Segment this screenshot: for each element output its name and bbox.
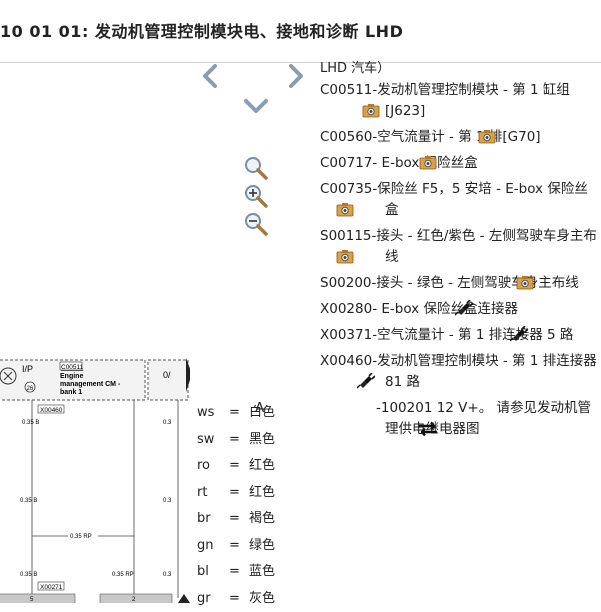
connector-code: X00460 [40, 407, 63, 414]
component-list: LHD 汽车） C00511-发动机管理控制模块 - 第 1 缸组[J623]C… [320, 58, 601, 446]
item-text: -100201 12 V+。 请参见发动机管理供电继电器图 [376, 400, 591, 437]
svg-text:0.3: 0.3 [163, 572, 172, 578]
legend-color: 黑色 [249, 427, 275, 454]
item-code: X00280 [320, 301, 372, 317]
item-text: - E-box 保险丝盒连接器 [372, 301, 518, 317]
legend-code: ro [197, 453, 229, 480]
item-code: A [320, 398, 376, 419]
right-box-label: 0/ [163, 370, 171, 380]
legend-eq: = [229, 533, 249, 560]
chevron-down-icon[interactable] [242, 92, 270, 120]
list-item[interactable]: X00460-发动机管理控制模块 - 第 1 排连接器 81 路 [320, 351, 601, 396]
legend-code: sw [197, 427, 229, 454]
legend-row: sw=黑色 [197, 427, 275, 454]
pin-26: 26 [27, 386, 34, 392]
wiring-diagram[interactable]: I/P 26 C00511 Engine management CM - ban… [0, 350, 190, 603]
item-text: -空气流量计 - 第 1 排[G70] [372, 129, 540, 145]
list-item[interactable]: C00717- E-box 保险丝盒 [320, 153, 601, 177]
legend-row: bl=蓝色 [197, 559, 275, 586]
legend-eq: = [229, 453, 249, 480]
engine-label-3: bank 1 [60, 389, 82, 396]
list-item[interactable]: S00200-接头 - 绿色 - 左侧驾驶车身主布线 [320, 273, 601, 297]
list-item[interactable]: X00280- E-box 保险丝盒连接器 [320, 299, 601, 323]
item-text: -发动机管理控制模块 - 第 1 缸组[J623] [372, 82, 570, 119]
svg-text:0.35 B: 0.35 B [22, 420, 39, 426]
item-text: -空气流量计 - 第 1 排连接器 5 路 [372, 327, 573, 343]
legend-color: 红色 [249, 480, 275, 507]
svg-text:0.35 B: 0.35 B [20, 572, 37, 578]
chevron-right-icon[interactable] [282, 62, 310, 90]
legend-eq: = [229, 480, 249, 507]
item-code: C00717 [320, 155, 372, 171]
legend-color: 灰色 [249, 586, 275, 612]
list-item[interactable]: X00371-空气流量计 - 第 1 排连接器 5 路 [320, 325, 601, 349]
item-code: S00115 [320, 228, 372, 244]
connector-2: X00271 [40, 584, 63, 591]
legend-row: ro=红色 [197, 453, 275, 480]
zoom-in-icon[interactable] [243, 183, 269, 209]
svg-text:0.35 B: 0.35 B [20, 498, 37, 504]
list-item[interactable]: C00560-空气流量计 - 第 1 排[G70] [320, 127, 601, 151]
zoom-out-icon[interactable] [243, 211, 269, 237]
item-text: -接头 - 红色/紫色 - 左侧驾驶车身主布线 [372, 228, 597, 265]
ip-label: I/P [22, 364, 33, 374]
page-title: 10 01 01: 发动机管理控制模块电、接地和诊断 LHD [0, 18, 403, 54]
engine-label-1: Engine [60, 373, 83, 380]
chevron-left-icon[interactable] [196, 62, 224, 90]
legend-code: ws [197, 400, 229, 427]
legend-row: rt=红色 [197, 480, 275, 507]
item-text: -接头 - 绿色 - 左侧驾驶车身主布线 [372, 275, 579, 291]
legend-eq: = [229, 559, 249, 586]
list-item[interactable]: A-100201 12 V+。 请参见发动机管理供电继电器图 [320, 398, 601, 444]
item-code: C00735 [320, 181, 372, 197]
legend-row: gn=绿色 [197, 533, 275, 560]
legend-color: 绿色 [249, 533, 275, 560]
legend-code: gr [197, 586, 229, 612]
legend-eq: = [229, 427, 249, 454]
legend-eq: = [229, 400, 249, 427]
legend-eq: = [229, 506, 249, 533]
item-text: -发动机管理控制模块 - 第 1 排连接器 81 路 [372, 353, 597, 390]
legend-eq: = [229, 586, 249, 612]
item-code: S00200 [320, 275, 372, 291]
item-code: X00460 [320, 353, 372, 369]
item-text: -保险丝 F5，5 安培 - E-box 保险丝盒 [372, 181, 587, 218]
legend-color: 红色 [249, 453, 275, 480]
legend-row: br=褐色 [197, 506, 275, 533]
list-item[interactable]: S00115-接头 - 红色/紫色 - 左侧驾驶车身主布线 [320, 226, 601, 271]
svg-text:0.35 RP: 0.35 RP [70, 534, 92, 540]
svg-text:0.35 RP: 0.35 RP [112, 572, 134, 578]
component-code: C00511 [61, 364, 84, 371]
legend-code: bl [197, 559, 229, 586]
engine-label-2: management CM - [60, 381, 121, 388]
item-code: X00371 [320, 327, 372, 343]
item-code: C00560 [320, 129, 372, 145]
legend-code: br [197, 506, 229, 533]
list-item[interactable]: C00511-发动机管理控制模块 - 第 1 缸组[J623] [320, 80, 601, 125]
legend-color: 蓝色 [249, 559, 275, 586]
svg-text:0.3: 0.3 [163, 420, 172, 426]
list-item[interactable]: C00735-保险丝 F5，5 安培 - E-box 保险丝盒 [320, 179, 601, 224]
legend-code: gn [197, 533, 229, 560]
legend-code: rt [197, 480, 229, 507]
item-code: C00511 [320, 82, 372, 98]
legend-color: 褐色 [249, 506, 275, 533]
list-header: LHD 汽车） [320, 58, 601, 80]
legend-row: gr=灰色 [197, 586, 275, 612]
svg-text:0.3: 0.3 [163, 498, 172, 504]
magnifier-icon[interactable] [243, 155, 269, 181]
